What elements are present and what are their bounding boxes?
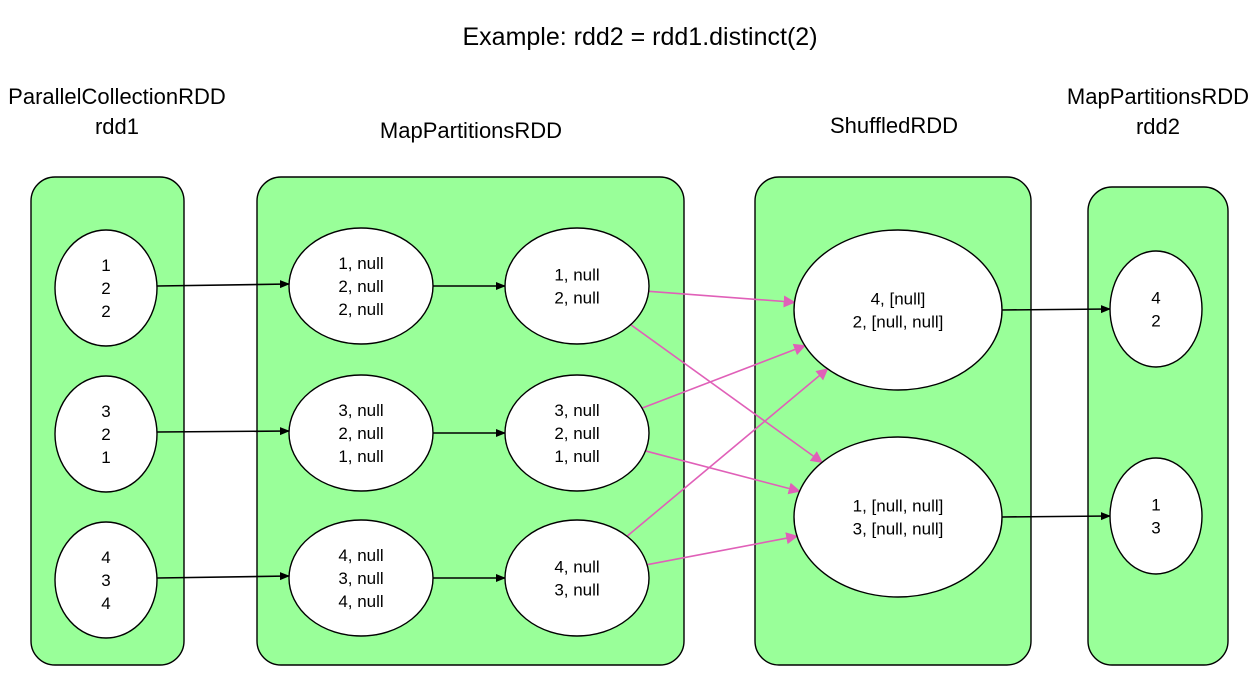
partition-node-c1-line-1: 2, null	[554, 424, 599, 443]
partition-node-r0-line-0: 4	[1151, 289, 1160, 308]
stage-label-shuffled-line-0: ShuffledRDD	[830, 113, 958, 138]
partition-node-p2-line-1: 3	[101, 571, 110, 590]
partition-node-r1-line-0: 1	[1151, 496, 1160, 515]
node-layer: 1 2 2 3 2 1 4 3 4 1, null 2, null 2, null 3, null 2, …	[54, 227, 1203, 639]
edge-layer	[156, 280, 1111, 582]
partition-node-p2-line-0: 4	[101, 548, 110, 567]
edge-c0-to-s1	[630, 323, 824, 464]
partition-node-p1	[54, 375, 158, 493]
partition-node-p2-line-2: 4	[101, 594, 110, 613]
partition-node-c2-line-1: 3, null	[554, 581, 599, 600]
partition-node-p2	[54, 521, 158, 639]
stage-label-rdd2-line-0: MapPartitionsRDD	[1067, 84, 1249, 109]
edge-p0-to-m0	[156, 280, 290, 289]
partition-node-m2-line-1: 3, null	[338, 569, 383, 588]
edge-c1-to-s1	[645, 450, 801, 495]
diagram-title: Example: rdd2 = rdd1.distinct(2)	[462, 23, 817, 51]
edge-c2-to-s0	[626, 368, 829, 537]
partition-node-c2-line-0: 4, null	[554, 558, 599, 577]
stage-label-rdd2-line-1: rdd2	[1136, 114, 1180, 139]
partition-node-r0-line-1: 2	[1151, 312, 1160, 331]
partition-node-m2-line-2: 4, null	[338, 592, 383, 611]
partition-node-p1-line-1: 2	[101, 425, 110, 444]
partition-node-m1-line-2: 1, null	[338, 447, 383, 466]
partition-node-m1-line-1: 2, null	[338, 424, 383, 443]
partition-node-c0-line-1: 2, null	[554, 289, 599, 308]
partition-node-m0-line-2: 2, null	[338, 300, 383, 319]
partition-node-p0	[54, 229, 158, 347]
partition-node-m2-line-0: 4, null	[338, 546, 383, 565]
partition-node-p0-line-0: 1	[101, 256, 110, 275]
partition-node-p0-line-1: 2	[101, 279, 110, 298]
edge-c0-to-s0	[648, 290, 796, 308]
partition-node-r0	[1109, 250, 1203, 368]
stage-label-rdd1-line-0: ParallelCollectionRDD	[8, 84, 226, 109]
partition-node-m2	[288, 519, 434, 637]
partition-node-c0-line-0: 1, null	[554, 266, 599, 285]
edge-s0-to-r0	[1001, 305, 1111, 314]
partition-node-s1-line-1: 3, [null, null]	[853, 520, 944, 539]
partition-node-r1-line-1: 3	[1151, 519, 1160, 538]
edge-p2-to-m2	[156, 572, 290, 581]
partition-node-m1	[288, 374, 434, 492]
partition-node-p1-line-0: 3	[101, 402, 110, 421]
partition-node-m0-line-0: 1, null	[338, 254, 383, 273]
partition-node-s1-line-0: 1, [null, null]	[853, 497, 944, 516]
partition-node-m1-line-0: 3, null	[338, 401, 383, 420]
edge-p1-to-m1	[156, 427, 290, 436]
partition-node-s0-line-0: 4, [null]	[871, 290, 926, 309]
partition-node-r1	[1109, 457, 1203, 575]
partition-node-s1	[793, 436, 1003, 598]
partition-node-c0	[504, 227, 650, 345]
partition-node-c1-line-2: 1, null	[554, 447, 599, 466]
partition-node-p1-line-2: 1	[101, 448, 110, 467]
partition-node-m0	[288, 227, 434, 345]
edge-c2-to-s1	[646, 532, 799, 566]
edge-c1-to-s0	[641, 343, 807, 409]
partition-node-m0-line-1: 2, null	[338, 277, 383, 296]
stage-label-rdd1-line-1: rdd1	[95, 114, 139, 139]
partition-node-p0-line-2: 2	[101, 302, 110, 321]
partition-node-c1-line-0: 3, null	[554, 401, 599, 420]
stage-label-map1-line-0: MapPartitionsRDD	[380, 118, 562, 143]
partition-node-c2	[504, 519, 650, 637]
partition-node-s0	[793, 229, 1003, 391]
partition-node-s0-line-1: 2, [null, null]	[853, 313, 944, 332]
edge-s1-to-r1	[1001, 512, 1111, 521]
partition-node-c1	[504, 374, 650, 492]
